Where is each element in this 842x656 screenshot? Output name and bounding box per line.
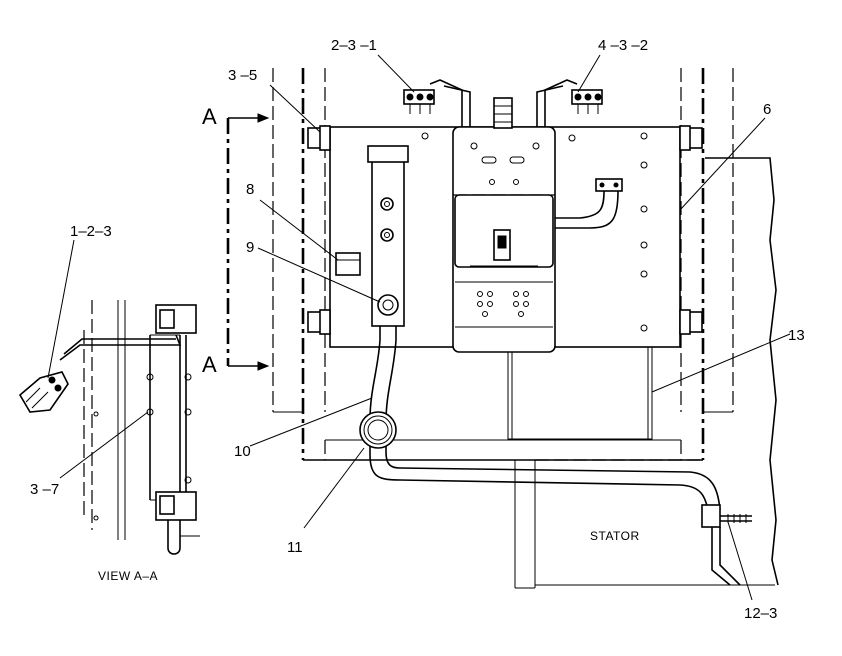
stator-outline: STATOR xyxy=(514,157,779,589)
stator-label: STATOR xyxy=(590,529,640,543)
callout-8: 8 xyxy=(246,181,254,198)
section-mark-top: A xyxy=(202,104,217,129)
clamp-bolt xyxy=(701,504,752,586)
view-label: VIEW A–A xyxy=(98,569,158,583)
callout-12-3: 12–3 xyxy=(744,605,777,622)
top-lug-left xyxy=(403,79,471,127)
view-aa-detail: VIEW A–A xyxy=(18,300,200,583)
leader-lines xyxy=(47,54,791,601)
conduit xyxy=(359,339,721,511)
terminal-strip xyxy=(367,145,409,340)
callout-3-5: 3 –5 xyxy=(228,67,257,84)
callout-2-3-1: 2–3 –1 xyxy=(331,37,377,54)
callout-13: 13 xyxy=(788,327,805,344)
switch-box xyxy=(335,252,361,276)
callout-11: 11 xyxy=(287,539,303,556)
lower-box xyxy=(507,346,653,440)
callout-6: 6 xyxy=(763,101,771,118)
callout-labels: 2–3 –1 4 –3 –2 3 –5 6 8 9 1–2–3 3 –7 10 … xyxy=(30,37,805,622)
callout-9: 9 xyxy=(246,239,254,256)
plate-holes xyxy=(421,132,648,332)
callout-3-7: 3 –7 xyxy=(30,481,59,498)
mounting-brackets xyxy=(307,125,703,335)
section-mark-bottom: A xyxy=(202,352,217,377)
top-lug-right xyxy=(536,79,603,127)
callout-1-2-3: 1–2–3 xyxy=(70,223,112,240)
relay-and-wires xyxy=(555,178,623,229)
center-connector xyxy=(493,97,513,129)
breaker-assembly xyxy=(452,126,556,353)
callout-4-3-2: 4 –3 –2 xyxy=(598,37,648,54)
callout-10: 10 xyxy=(234,443,251,460)
section-indicator: A A xyxy=(202,104,270,377)
